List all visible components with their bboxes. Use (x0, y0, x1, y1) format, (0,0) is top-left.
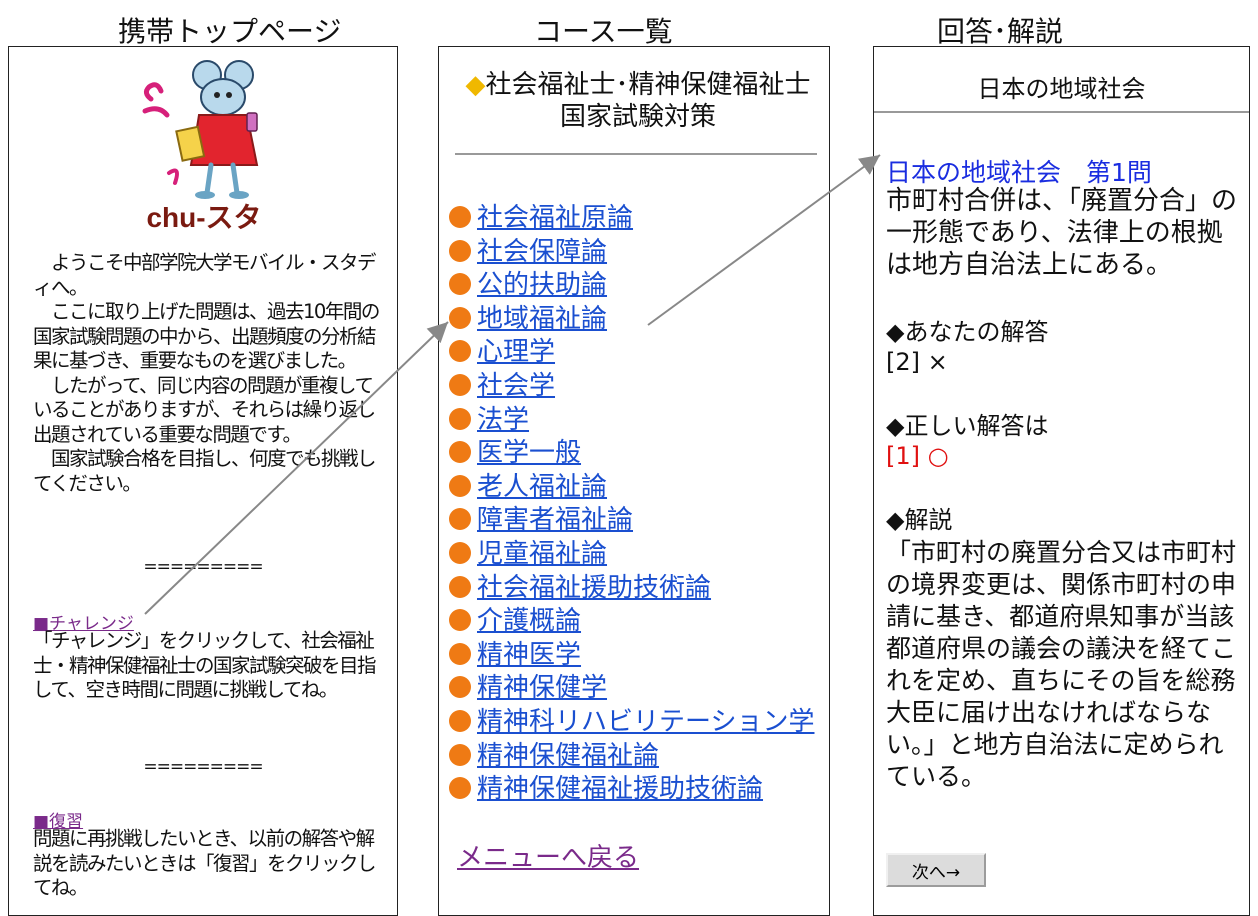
divider (455, 153, 817, 155)
course-link[interactable]: 社会福祉原論 (477, 203, 634, 233)
course-link[interactable]: 地域福祉論 (477, 303, 608, 334)
question-link[interactable]: 日本の地域社会 第1問 (886, 158, 1152, 187)
course-item[interactable]: 老人福祉論 (449, 471, 829, 505)
course-link[interactable]: 公的扶助論 (477, 270, 608, 301)
course-item[interactable]: 社会福祉原論 (449, 202, 829, 236)
course-item[interactable]: 児童福祉論 (449, 538, 829, 572)
diamond-icon: ◆ (465, 70, 486, 100)
course-link[interactable]: 心理学 (477, 337, 556, 368)
course-item[interactable]: 社会保障論 (449, 236, 829, 270)
correct-answer-section: ◆正しい解答は [1] ○ (886, 411, 1048, 471)
course-link[interactable]: 医学一般 (477, 438, 582, 469)
course-item[interactable]: 地域福祉論 (449, 303, 829, 337)
challenge-link[interactable]: ■チャレンジ (33, 614, 134, 634)
page-title: 日本の地域社会 (977, 75, 1146, 103)
course-link[interactable]: 老人福祉論 (477, 471, 608, 502)
course-link[interactable]: 介護概論 (477, 606, 582, 637)
correct-answer-value: [1] ○ (886, 442, 949, 470)
orange-bullet-icon (449, 609, 471, 632)
course-item[interactable]: 精神保健福祉論 (449, 740, 829, 774)
top-page-panel: chu-スタ ようこそ中部学院大学モバイル・スタディへ。 ここに取り上げた問題は… (8, 46, 398, 916)
orange-bullet-icon (449, 642, 471, 665)
next-button[interactable]: 次へ→ (886, 853, 986, 887)
orange-bullet-icon (449, 206, 471, 228)
orange-bullet-icon (449, 709, 471, 732)
orange-bullet-icon (449, 340, 471, 363)
course-link[interactable]: 精神保健福祉論 (477, 740, 660, 771)
course-link[interactable]: 障害者福祉論 (477, 505, 634, 536)
orange-bullet-icon (449, 743, 471, 766)
review-description: 問題に再挑戦したいとき、以前の解答や解説を読みたいときは「復習」をクリックしてね… (33, 827, 377, 899)
course-item[interactable]: 障害者福祉論 (449, 504, 829, 538)
your-answer-label: ◆あなたの解答 (886, 318, 1049, 346)
divider (874, 111, 1249, 113)
course-link[interactable]: 社会保障論 (477, 236, 608, 267)
course-link[interactable]: 法学 (477, 404, 530, 435)
orange-bullet-icon (449, 508, 471, 531)
course-link[interactable]: 精神保健学 (477, 673, 608, 704)
course-item[interactable]: 精神医学 (449, 639, 829, 673)
orange-bullet-icon (449, 273, 471, 296)
course-item[interactable]: 精神保健学 (449, 672, 829, 706)
orange-bullet-icon (449, 777, 471, 800)
course-item[interactable]: 精神科リハビリテーション学 (449, 706, 829, 740)
review-link[interactable]: ■復習 (33, 812, 84, 832)
explanation-text: 「市町村の廃置分合又は市町村の境界変更は、関係市町村の申請に基き、都道府県知事が… (886, 538, 1237, 791)
challenge-description: 「チャレンジ」をクリックして、社会福祉士・精神保健福祉士の国家試験突破を目指して… (33, 629, 377, 701)
course-link[interactable]: 精神保健福祉援助技術論 (477, 774, 764, 805)
course-item[interactable]: 介護概論 (449, 605, 829, 639)
course-item[interactable]: 法学 (449, 404, 829, 438)
course-link[interactable]: 社会福祉援助技術論 (477, 572, 712, 603)
chu-sta-logo: chu-スタ (142, 60, 262, 233)
orange-bullet-icon (449, 373, 471, 396)
course-link[interactable]: 精神医学 (477, 639, 582, 670)
course-link[interactable]: 児童福祉論 (477, 538, 608, 569)
course-list-panel: ◆社会福祉士･精神保健福祉士国家試験対策 社会福祉原論社会保障論公的扶助論地域福… (438, 46, 830, 916)
orange-bullet-icon (449, 676, 471, 699)
separator: ========= (143, 557, 263, 577)
question-text: 市町村合併は、「廃置分合」の一形態であり、法律上の根拠は地方自治法上にある。 (886, 186, 1238, 280)
correct-answer-label: ◆正しい解答は (886, 412, 1049, 440)
orange-bullet-icon (449, 474, 471, 497)
orange-bullet-icon (449, 239, 471, 262)
course-link[interactable]: 精神科リハビリテーション学 (477, 706, 815, 737)
orange-bullet-icon (449, 575, 471, 598)
course-heading: ◆社会福祉士･精神保健福祉士国家試験対策 (453, 69, 823, 133)
course-item[interactable]: 公的扶助論 (449, 269, 829, 303)
caption-top-page: 携帯トップページ (118, 15, 342, 48)
course-item[interactable]: 心理学 (449, 336, 829, 370)
separator: ========= (143, 757, 263, 777)
caption-course-list: コース一覧 (534, 15, 673, 48)
course-item[interactable]: 精神保健福祉援助技術論 (449, 773, 829, 807)
course-item[interactable]: 社会福祉援助技術論 (449, 572, 829, 606)
your-answer-section: ◆あなたの解答 [2] × (886, 317, 1048, 377)
logo-text: chu-スタ (146, 202, 261, 233)
back-to-menu-link[interactable]: メニューへ戻る (457, 843, 640, 873)
explanation-label: ◆解説 (886, 506, 953, 534)
orange-bullet-icon (449, 407, 471, 430)
course-item[interactable]: 社会学 (449, 370, 829, 404)
course-link[interactable]: 社会学 (477, 370, 556, 401)
orange-bullet-icon (449, 306, 471, 329)
caption-answer: 回答･解説 (937, 15, 1064, 48)
orange-bullet-icon (449, 441, 471, 464)
course-item[interactable]: 医学一般 (449, 437, 829, 471)
orange-bullet-icon (449, 541, 471, 564)
your-answer-value: [2] × (886, 348, 948, 376)
answer-panel: 日本の地域社会 日本の地域社会 第1問 市町村合併は、「廃置分合」の一形態であり… (873, 46, 1250, 916)
intro-text: ようこそ中部学院大学モバイル・スタディへ。 ここに取り上げた問題は、過去10年間… (33, 251, 380, 495)
course-list: 社会福祉原論社会保障論公的扶助論地域福祉論心理学社会学法学医学一般老人福祉論障害… (449, 202, 829, 807)
course-heading-text: 社会福祉士･精神保健福祉士国家試験対策 (485, 70, 811, 132)
